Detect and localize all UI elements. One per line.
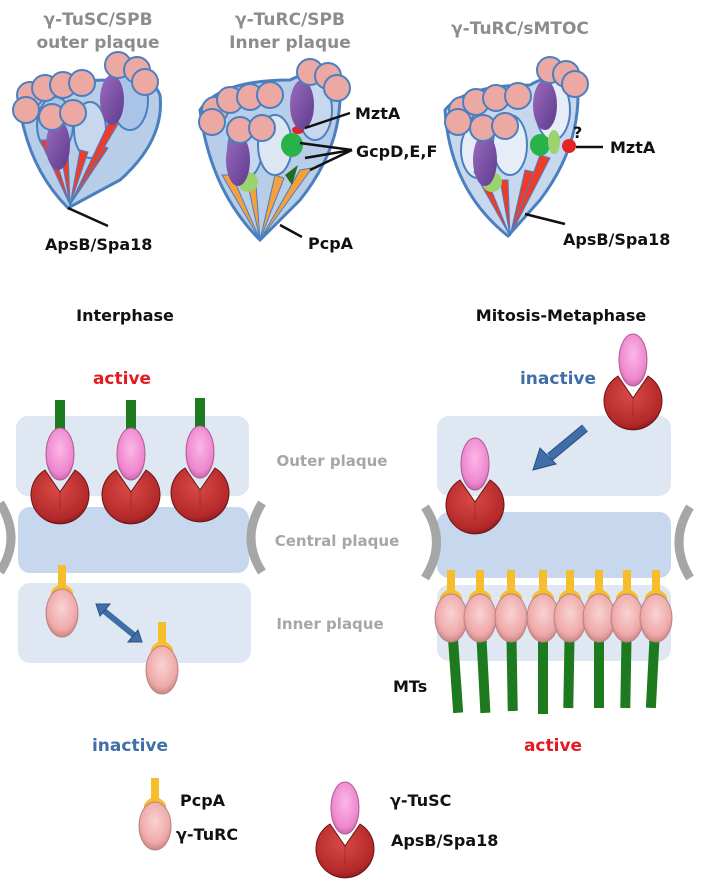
gcp-pointer-line-a bbox=[299, 141, 353, 152]
double-arrow-icon bbox=[95, 603, 143, 643]
gcp-pointer-line-b bbox=[304, 148, 353, 160]
tusc-unit bbox=[101, 400, 161, 525]
tusc-unit bbox=[170, 398, 230, 523]
complex1-tusc-spb-illustration bbox=[12, 51, 162, 210]
turc-unit bbox=[494, 569, 528, 712]
legend: PcpA γ-TuRC γ-TuSC ApsB/Spa18 bbox=[138, 777, 498, 879]
plaque-label-inner: Inner plaque bbox=[276, 615, 383, 633]
complex3-title: γ-TuRC/sMTOC bbox=[451, 19, 589, 39]
turc-unit bbox=[434, 569, 468, 714]
complex1-label-apsb: ApsB/Spa18 bbox=[45, 235, 152, 254]
turc-unit bbox=[582, 569, 616, 708]
apsb-pointer-line-1 bbox=[67, 206, 109, 228]
pcpa-pointer-line bbox=[279, 223, 303, 239]
interphase-bottom-state: inactive bbox=[92, 736, 168, 756]
tusc-unit bbox=[603, 333, 663, 431]
turc-unit bbox=[639, 569, 673, 709]
turc-unit bbox=[610, 569, 644, 709]
mitosis-bottom-state: active bbox=[524, 736, 582, 756]
plaque-label-outer: Outer plaque bbox=[277, 452, 388, 470]
mitosis-title: Mitosis-Metaphase bbox=[476, 306, 647, 325]
complex3-turc-smtoc-illustration bbox=[443, 56, 589, 239]
mts-label: MTs bbox=[393, 677, 427, 696]
plaque-label-central: Central plaque bbox=[275, 532, 400, 550]
legend-tusc-label: γ-TuSC bbox=[390, 791, 451, 810]
complex3-question-mark: ? bbox=[573, 123, 582, 142]
complex1-title-line1: γ-TuSC/SPB bbox=[43, 10, 152, 30]
mzta-dot bbox=[562, 139, 576, 153]
legend-turc-label: γ-TuRC bbox=[176, 825, 238, 844]
complex2-title-line1: γ-TuRC/SPB bbox=[235, 10, 345, 30]
mzta-pointer-line-2 bbox=[304, 111, 351, 130]
complex3-label-apsb: ApsB/Spa18 bbox=[563, 230, 670, 249]
apsb-pointer-line-3 bbox=[524, 212, 566, 226]
complex2-label-gcp: GcpD,E,F bbox=[356, 142, 437, 161]
complex2-label-pcpa: PcpA bbox=[308, 234, 354, 253]
interphase-title: Interphase bbox=[76, 306, 174, 325]
mitosis-turc-row bbox=[434, 569, 673, 714]
arrow-down-left-icon bbox=[532, 424, 588, 471]
mitosis-right-bracket bbox=[674, 504, 694, 581]
tusc-unit bbox=[445, 437, 505, 535]
mitosis-central-plaque bbox=[437, 512, 671, 578]
interphase-left-bracket bbox=[0, 500, 16, 575]
legend-tusc-symbol bbox=[315, 781, 375, 879]
turc-unit bbox=[45, 564, 79, 638]
interphase-right-bracket bbox=[246, 500, 266, 575]
complex2-title-line2: Inner plaque bbox=[229, 33, 351, 53]
turc-unit bbox=[526, 569, 560, 714]
mitosis-top-state: inactive bbox=[520, 369, 596, 389]
complex3-label-mzta: MztA bbox=[610, 138, 656, 157]
interphase-central-plaque bbox=[18, 507, 249, 573]
complex1-title-line2: outer plaque bbox=[36, 33, 159, 53]
complex2-label-mzta: MztA bbox=[355, 104, 401, 123]
gcp-pointer-line-c bbox=[309, 148, 353, 172]
legend-apsb-label: ApsB/Spa18 bbox=[391, 831, 498, 850]
legend-turc-symbol bbox=[138, 777, 172, 851]
turc-unit bbox=[463, 569, 497, 714]
interphase-top-state: active bbox=[93, 369, 151, 389]
complex2-turc-spb-illustration bbox=[198, 58, 351, 243]
legend-pcpa-label: PcpA bbox=[180, 791, 226, 810]
turc-unit bbox=[553, 569, 587, 709]
mitosis-left-bracket bbox=[421, 504, 441, 581]
interphase-tusc-group bbox=[30, 398, 230, 525]
tusc-unit bbox=[30, 400, 90, 525]
